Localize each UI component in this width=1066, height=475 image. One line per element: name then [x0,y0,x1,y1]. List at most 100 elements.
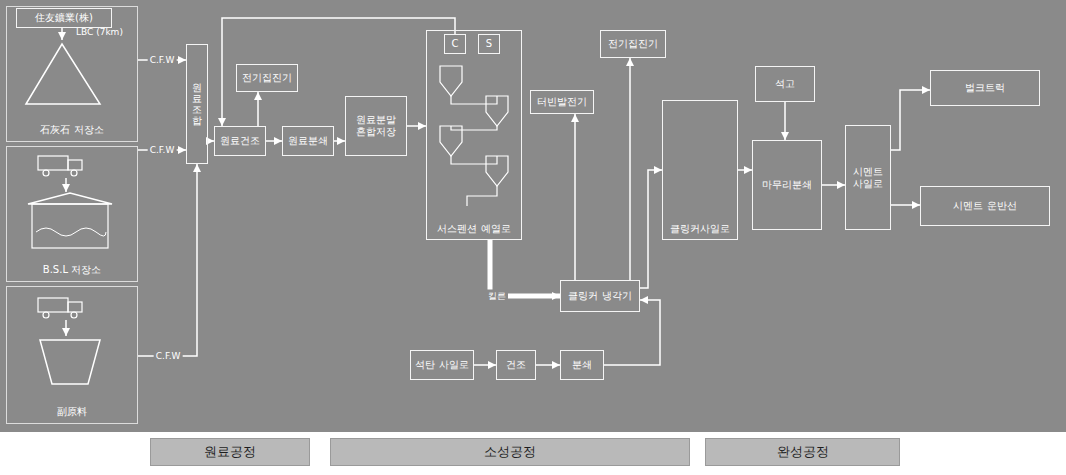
process-box: 원료조합 [186,44,208,164]
node-text: 원료공정 [204,444,256,460]
edge-label: 킬른 [486,290,508,303]
flow-arrow [891,90,930,150]
cyclone-stack [440,66,508,206]
feed-arrow [65,178,67,192]
truck-bed [38,156,68,170]
process-box: 마무리분쇄 [752,140,822,230]
flow-arrow [257,92,259,126]
cyclone [440,66,462,96]
flow-arrow [640,170,662,288]
stage-band: 소성공정 [330,438,690,466]
process-box: 석탄 사일로 [410,350,474,380]
process-box: 석고 [755,66,815,102]
process-box: 터빈발전기 [530,90,594,114]
flow-arrow [604,300,660,365]
sub-box: S [478,34,500,54]
node-text: 副原料 [57,406,87,418]
truck-wheel [43,170,49,176]
process-box: 원료분말 혼합저장 [345,96,407,156]
node-text: S [486,38,492,50]
process-box: 클링커 냉각기 [560,280,640,312]
node-text: 터빈발전기 [537,96,587,108]
flow-arrow [574,114,576,280]
truck-cab [68,302,82,312]
process-box: 원료건조 [214,126,266,156]
node-text: 완성공정 [777,444,829,460]
process-box: 클링커사일로 [662,100,738,240]
node-text: 마무리분쇄 [762,179,812,191]
flow-arrow [138,164,197,356]
process-box: 건조 [496,350,536,380]
node-text: 원료조합 [192,82,202,126]
node-text: 소성공정 [484,444,536,460]
distance-label: LBC (7km) [76,27,123,37]
process-box: 전기집진기 [236,64,298,92]
node-text: 石灰石 저장소 [40,124,103,136]
node-text: 원료분쇄 [288,135,328,147]
flow-arrow [266,140,282,142]
node-text: 벌크트럭 [965,82,1005,94]
process-box: 분쇄 [560,350,604,380]
truck-bed [38,298,68,312]
node-text: 서스펜션 예열로 [437,223,510,235]
node-text: 원료건조 [220,135,260,147]
truck-wheel [71,312,77,318]
storage-panel: 副原料 [6,286,138,424]
node-text: 건조 [506,359,526,371]
material-heap [36,228,106,236]
truck-wheel [71,170,77,176]
limestone-pile [26,44,100,104]
node-text: 원료분말 혼합저장 [349,114,403,138]
dump-truck [38,156,82,176]
process-box: 시멘트 사일로 [845,125,891,230]
flow-arrow [536,364,560,366]
storage-shed [32,204,108,248]
process-box: 원료분쇄 [282,126,334,156]
stage-band: 완성공정 [705,438,900,466]
node-text: 분쇄 [572,359,592,371]
process-box: 벌크트럭 [930,70,1040,106]
node-text: 시멘트 사일로 [849,166,887,190]
node-text: 석고 [775,78,795,90]
node-text: 클링커사일로 [670,223,730,235]
node-text: 클링커 냉각기 [568,290,631,302]
node-text: B.S.L 저장소 [43,264,101,276]
edge-label: C.F.W [148,145,177,155]
flow-arrow [822,184,845,186]
flow-arrow [784,102,786,140]
feed-arrow [65,320,67,336]
node-text: 석탄 사일로 [415,359,468,371]
flow-arrow [474,364,496,366]
edge-label: C.F.W [148,55,177,65]
truck-wheel [43,312,49,318]
sub-box: C [444,34,466,54]
dump-truck [38,298,82,318]
flow-arrow [490,240,560,296]
node-text: 住友鑛業(株) [35,12,93,24]
node-text: 전기집진기 [608,38,658,50]
gas-duct [451,96,497,206]
node-text: C [452,38,459,50]
flow-arrow [738,169,752,171]
flow-arrow [407,125,426,127]
storage-panel: B.S.L 저장소 [6,146,138,282]
process-box: 시멘트 운반선 [920,186,1050,226]
diagram-ground [0,0,1066,432]
stage-band: 원료공정 [150,438,310,466]
process-box: 서스펜션 예열로 C S [426,30,522,240]
node-text: 시멘트 운반선 [953,200,1016,212]
feed-arrow [61,27,63,40]
hopper [40,340,100,384]
truck-cab [68,160,82,170]
process-box: 전기집진기 [600,30,666,58]
shed-roof [28,193,112,204]
sub-box: 住友鑛業(株) [16,8,112,28]
flow-arrow [891,204,920,206]
flow-arrow [222,18,455,126]
storage-panel: 石灰石 저장소 住友鑛業(株) [6,6,138,142]
flow-arrow [629,58,631,280]
